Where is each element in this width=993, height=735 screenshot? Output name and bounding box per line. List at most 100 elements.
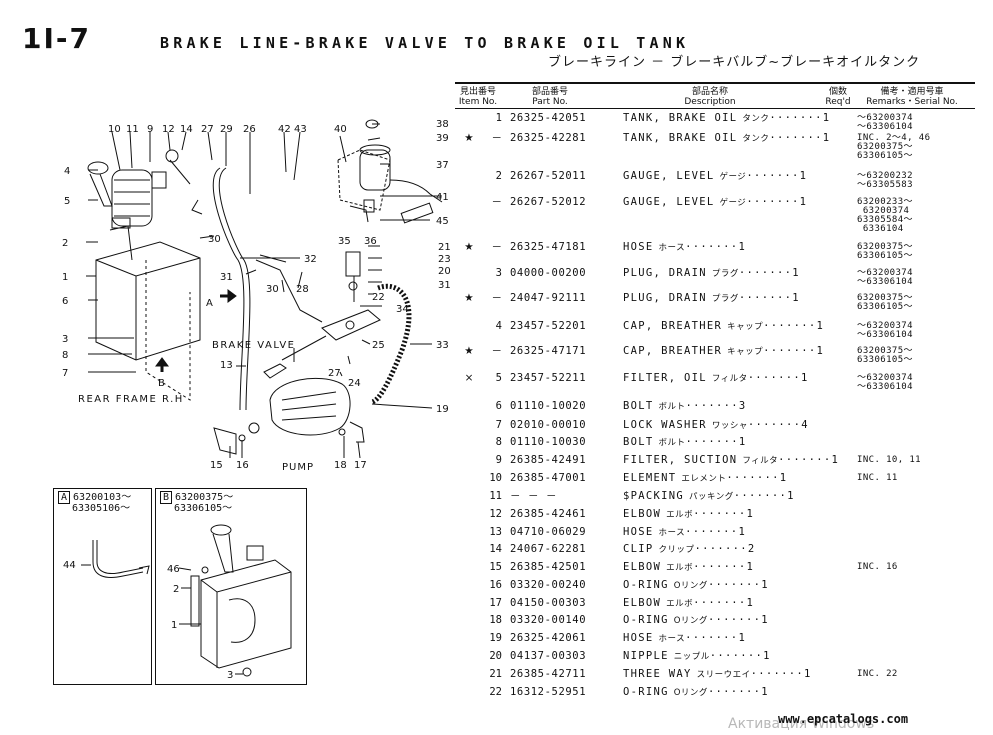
row-remarks: 63200233～ 63200374 63305584～ 6336104 [857,197,913,234]
row-description-jp: スリーウエイ [696,670,751,680]
row-part-no: 26325-42061 [510,632,587,644]
row-item-no: 7 [495,419,502,431]
row-part-no: 24067-62281 [510,543,587,555]
row-description-en: ELEMENT [623,472,677,484]
callout-40: 40 [334,124,347,135]
row-item-no: － [491,292,503,304]
callout-17: 17 [354,460,367,471]
row-qty: 3 [738,400,747,412]
rear-frame-label: REAR FRAME R.H [78,394,184,405]
callout-36: 36 [364,236,377,247]
callout-25: 25 [372,340,385,351]
row-item-no: 17 [489,597,502,609]
row-leader-dots: ······· [693,561,747,573]
row-part-no: 04000-00200 [510,267,587,279]
callout-4: 4 [64,166,70,177]
row-item-no: 11 [489,490,502,502]
row-remarks: ～63200374 ～63306104 [857,268,913,287]
callout-b: B [158,378,165,389]
row-part-no: 01110-10020 [510,400,587,412]
row-description-en: LOCK WASHER [623,419,707,431]
row-leader-dots: ······· [763,320,817,332]
pump-label: PUMP [282,462,314,473]
row-qty: 1 [779,472,788,484]
callout-26: 26 [243,124,256,135]
os-activation-watermark: Активация Windows [728,716,875,732]
row-item-no: 21 [489,668,502,680]
row-remarks: 63200375～ 63306105～ [857,346,913,365]
row-part-no: 26325-47181 [510,241,587,253]
row-part-no: 04150-00303 [510,597,587,609]
row-leader-dots: ······· [709,650,764,662]
row-description-jp: ホース [658,634,686,644]
row-leader-dots: ······· [738,267,793,279]
row-item-no: 15 [489,561,502,573]
row-description-en: FILTER, OIL [623,372,707,384]
row-item-no: 4 [495,320,502,332]
row-description-en: HOSE [623,241,654,253]
row-qty: 2 [747,543,756,555]
row-item-no: 14 [489,543,502,555]
row-item-no: 9 [495,454,502,466]
row-mark: ★ [464,292,474,304]
row-qty: 1 [803,668,812,680]
row-leader-dots: ······· [726,472,780,484]
callout-7: 7 [62,368,68,379]
row-remarks: 63200375～ 63306105～ [857,293,913,312]
exploded-parts-diagram: 10 11 9 12 14 27 29 26 42 43 40 38 39 37… [62,119,451,473]
row-description-en: NIPPLE [623,650,669,662]
callout-31-b: 31 [438,280,451,291]
row-item-no: － [491,345,503,357]
row-item-no: 19 [489,632,502,644]
callout-1: 1 [62,272,68,283]
row-item-no: 8 [495,436,502,448]
callout-13: 13 [220,360,233,371]
row-leader-dots: ······· [694,543,748,555]
row-mark: ★ [464,345,474,357]
row-remarks: ～63200232 ～63305583 [857,171,913,190]
row-remarks: INC. 22 [857,669,898,679]
row-item-no: － [491,196,503,208]
row-leader-dots: ······· [693,508,747,520]
pump-drawing [213,377,365,455]
callout-23: 23 [438,254,451,265]
row-description-en: GAUGE, LEVEL [623,196,715,208]
callout-3: 3 [62,334,68,345]
row-description-jp: パッキング [688,492,734,502]
inset-a-drawing: 44 [63,540,150,578]
callout-3-b: 3 [227,670,233,681]
row-qty: 1 [799,196,808,208]
callout-43: 43 [294,124,307,135]
row-description-jp: エルボ [666,599,694,609]
three-way-fitting-drawing [345,251,361,302]
row-leader-dots: ······· [693,597,747,609]
row-description-en: O-RING [623,614,669,626]
row-leader-dots: ······· [738,292,793,304]
row-leader-dots: ······· [769,112,823,124]
row-description-en: O-RING [623,686,669,698]
row-description-jp: エルボ [666,510,694,520]
row-qty: 1 [801,372,809,384]
row-part-no: 26325-47171 [510,345,587,357]
callout-27: 27 [201,124,214,135]
row-qty: 1 [746,561,755,573]
row-description-jp: クリップ [658,545,695,555]
row-leader-dots: ······· [707,579,762,591]
inset-b-drawing: 46 2 1 3 [167,524,292,681]
callout-39: 39 [436,133,449,144]
row-description-jp: キャップ [727,322,764,332]
callout-16: 16 [236,460,249,471]
row-part-no: 26385-42461 [510,508,587,520]
row-description-en: BOLT [623,400,654,412]
